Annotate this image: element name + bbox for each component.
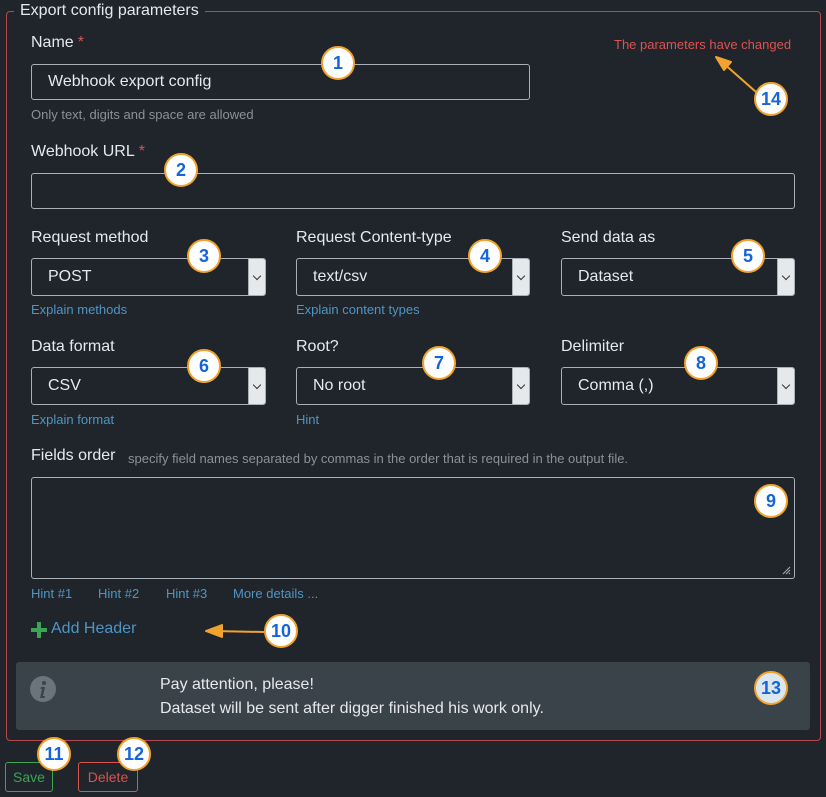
callout-badge-14: 14 (754, 82, 788, 116)
chevron-down-icon (512, 368, 529, 404)
name-label-text: Name (31, 34, 74, 51)
name-help: Only text, digits and space are allowed (31, 107, 254, 122)
callout-badge-8: 8 (684, 346, 718, 380)
root-select[interactable]: No root (296, 367, 530, 405)
webhook-url-input[interactable] (31, 173, 795, 209)
chevron-down-icon (248, 368, 265, 404)
callout-badge-10: 10 (264, 614, 298, 648)
root-value: No root (313, 377, 366, 394)
callout-badge-12: 12 (117, 737, 151, 771)
fields-order-label: Fields order (31, 447, 116, 464)
hint-link-1[interactable]: Hint #1 (31, 586, 73, 601)
arrow-10-head (205, 624, 223, 638)
alert-message: Dataset will be sent after digger finish… (160, 700, 544, 717)
required-mark: * (138, 143, 145, 160)
arrow-14-head (715, 56, 732, 71)
delimiter-select[interactable]: Comma (,) (561, 367, 795, 405)
more-details-link[interactable]: More details ... (233, 586, 319, 601)
content-type-value: text/csv (313, 268, 368, 285)
callout-badge-4: 4 (468, 239, 502, 273)
webhook-url-label-text: Webhook URL (31, 143, 135, 160)
fields-order-textarea[interactable] (31, 477, 795, 579)
fieldset-legend: Export config parameters (14, 2, 205, 20)
send-data-as-select[interactable]: Dataset (561, 258, 795, 296)
changed-notice: The parameters have changed (614, 37, 792, 52)
data-format-value: CSV (48, 377, 81, 394)
explain-format-link[interactable]: Explain format (31, 412, 115, 427)
hint-link-2[interactable]: Hint #2 (98, 586, 140, 601)
export-config-fieldset (6, 11, 821, 741)
fields-order-help: specify field names separated by commas … (128, 451, 629, 466)
data-format-label: Data format (31, 338, 115, 355)
callout-badge-6: 6 (187, 349, 221, 383)
chevron-down-icon (777, 259, 794, 295)
callout-badge-1: 1 (321, 46, 355, 80)
hint-link-3[interactable]: Hint #3 (166, 586, 208, 601)
chevron-down-icon (777, 368, 794, 404)
explain-methods-link[interactable]: Explain methods (31, 302, 128, 317)
callout-badge-2: 2 (164, 153, 198, 187)
add-header-label: Add Header (51, 620, 137, 637)
info-alert: Pay attention, please! Dataset will be s… (16, 662, 810, 730)
request-method-value: POST (48, 268, 92, 285)
callout-badge-5: 5 (731, 239, 765, 273)
root-hint-link[interactable]: Hint (296, 412, 320, 427)
save-button[interactable]: Save (5, 762, 53, 792)
request-method-select[interactable]: POST (31, 258, 266, 296)
callout-badge-7: 7 (422, 346, 456, 380)
callout-badge-11: 11 (37, 737, 71, 771)
delimiter-value: Comma (,) (578, 377, 654, 394)
name-input[interactable]: Webhook export config (31, 64, 530, 100)
alert-title: Pay attention, please! (160, 676, 314, 693)
webhook-url-label: Webhook URL* (31, 143, 145, 161)
content-type-label: Request Content-type (296, 229, 452, 246)
chevron-down-icon (512, 259, 529, 295)
required-mark: * (77, 34, 84, 51)
resize-grip-icon[interactable] (782, 566, 791, 575)
send-data-as-value: Dataset (578, 268, 634, 285)
data-format-select[interactable]: CSV (31, 367, 266, 405)
root-label: Root? (296, 338, 339, 355)
info-icon (30, 676, 56, 702)
request-method-label: Request method (31, 229, 149, 246)
delimiter-label: Delimiter (561, 338, 625, 355)
explain-content-types-link[interactable]: Explain content types (296, 302, 420, 317)
callout-badge-13: 13 (754, 671, 788, 705)
callout-badge-3: 3 (187, 239, 221, 273)
plus-icon (31, 622, 47, 638)
send-data-as-label: Send data as (561, 229, 656, 246)
delete-button[interactable]: Delete (78, 762, 138, 792)
callout-badge-9: 9 (754, 484, 788, 518)
name-label: Name* (31, 34, 84, 52)
chevron-down-icon (248, 259, 265, 295)
